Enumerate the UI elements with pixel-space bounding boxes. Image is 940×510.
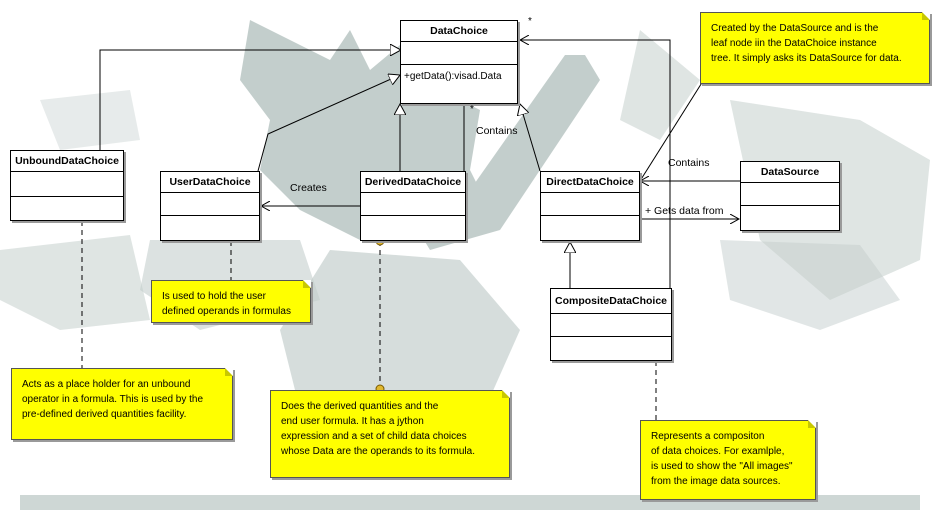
note-fold-icon bbox=[502, 390, 510, 398]
note-composite-line: of data choices. For examlple, bbox=[651, 446, 785, 457]
class-composite-attributes bbox=[551, 314, 671, 337]
class-direct-name: DirectDataChoice bbox=[541, 172, 639, 193]
note-derived: Does the derived quantities and the end … bbox=[270, 390, 510, 478]
class-derived-operations bbox=[361, 216, 465, 240]
note-unbound-line: Acts as a place holder for an unbound bbox=[22, 379, 191, 390]
class-datasource-attributes bbox=[741, 183, 839, 206]
note-user: Is used to hold the user defined operand… bbox=[151, 280, 311, 323]
note-composite-line: from the image data sources. bbox=[651, 476, 781, 487]
label-creates: Creates bbox=[290, 182, 327, 194]
class-direct[interactable]: DirectDataChoice bbox=[540, 171, 640, 241]
class-datachoice-attributes bbox=[401, 42, 517, 65]
class-derived-name: DerivedDataChoice bbox=[361, 172, 465, 193]
class-datasource-name: DataSource bbox=[741, 162, 839, 183]
class-direct-operations bbox=[541, 216, 639, 240]
note-fold-icon bbox=[808, 420, 816, 428]
label-contains-top: Contains bbox=[476, 125, 518, 137]
composite-contains-arrow bbox=[520, 40, 671, 288]
note-direct-line: Created by the DataSource and is the bbox=[711, 23, 879, 34]
note-derived-line: expression and a set of child data choic… bbox=[281, 431, 467, 442]
note-unbound-line: operator in a formula. This is used by t… bbox=[22, 394, 204, 405]
class-composite-operations bbox=[551, 337, 671, 360]
class-unbound[interactable]: UnboundDataChoice bbox=[10, 150, 124, 221]
note-composite: Represents a compositon of data choices.… bbox=[640, 420, 816, 500]
note-user-line: Is used to hold the user bbox=[162, 291, 266, 302]
note-fold-icon bbox=[225, 368, 233, 376]
note-unbound: Acts as a place holder for an unbound op… bbox=[11, 368, 233, 440]
note-composite-line: Represents a compositon bbox=[651, 431, 765, 442]
class-unbound-operations bbox=[11, 197, 123, 220]
class-unbound-name: UnboundDataChoice bbox=[11, 151, 123, 172]
userdata-generalization bbox=[257, 75, 400, 172]
multiplicity-top: * bbox=[528, 16, 532, 27]
class-datasource-operations bbox=[741, 206, 839, 230]
note-derived-line: whose Data are the operands to its formu… bbox=[281, 446, 475, 457]
note-direct-line: tree. It simply asks its DataSource for … bbox=[711, 53, 902, 64]
label-gets-data-from: + Gets data from bbox=[645, 205, 724, 217]
class-composite[interactable]: CompositeDataChoice bbox=[550, 288, 672, 361]
note-fold-icon bbox=[922, 12, 930, 20]
note-unbound-line: pre-defined derived quantities facility. bbox=[22, 409, 187, 420]
unbound-generalization bbox=[99, 50, 401, 150]
class-datachoice-operation: +getData():visad.Data bbox=[404, 71, 502, 82]
class-userdata-operations bbox=[161, 216, 259, 240]
note-direct-line: leaf node iin the DataChoice instance bbox=[711, 38, 877, 49]
class-direct-attributes bbox=[541, 193, 639, 216]
direct-generalization bbox=[520, 104, 541, 172]
direct-note-connector bbox=[639, 80, 704, 182]
class-datachoice[interactable]: DataChoice +getData():visad.Data bbox=[400, 20, 518, 104]
multiplicity-inner: * bbox=[470, 104, 474, 115]
class-datasource[interactable]: DataSource bbox=[740, 161, 840, 231]
note-fold-icon bbox=[303, 280, 311, 288]
label-contains-right: Contains bbox=[668, 157, 710, 169]
note-derived-line: end user formula. It has a jython bbox=[281, 416, 424, 427]
class-unbound-attributes bbox=[11, 172, 123, 197]
note-user-line: defined operands in formulas bbox=[162, 306, 291, 317]
class-datachoice-name: DataChoice bbox=[401, 21, 517, 42]
class-derived[interactable]: DerivedDataChoice bbox=[360, 171, 466, 241]
class-userdata-name: UserDataChoice bbox=[161, 172, 259, 193]
note-direct: Created by the DataSource and is the lea… bbox=[700, 12, 930, 84]
class-derived-attributes bbox=[361, 193, 465, 216]
class-userdata[interactable]: UserDataChoice bbox=[160, 171, 260, 241]
note-derived-line: Does the derived quantities and the bbox=[281, 401, 439, 412]
class-userdata-attributes bbox=[161, 193, 259, 216]
note-composite-line: is used to show the "All images" bbox=[651, 461, 793, 472]
class-composite-name: CompositeDataChoice bbox=[551, 289, 671, 314]
